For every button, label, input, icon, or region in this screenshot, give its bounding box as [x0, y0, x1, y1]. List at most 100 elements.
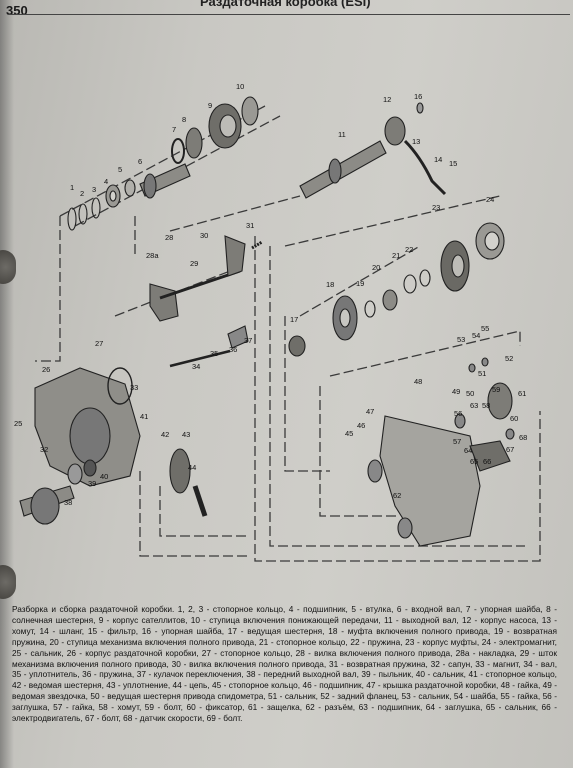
part-label: 54	[472, 331, 480, 340]
drive-gear-part	[288, 335, 306, 357]
part-label: 42	[161, 430, 169, 439]
diagram-parts	[19, 96, 515, 547]
chain-part	[192, 485, 208, 517]
part-label: 25	[14, 419, 22, 428]
part-label: 2	[80, 189, 84, 198]
part-label: 17	[290, 315, 298, 324]
part-label: 29	[190, 259, 198, 268]
part-label: 12	[383, 95, 391, 104]
transfer-case-housing-part	[69, 407, 111, 465]
snap-ring-part	[107, 367, 133, 405]
snap-ring-part	[67, 207, 77, 231]
part-label: 27	[95, 339, 103, 348]
hub-part	[382, 289, 398, 311]
part-label: 6	[138, 157, 142, 166]
part-label: 21	[392, 251, 400, 260]
return-spring-part	[364, 300, 376, 318]
part-label: 4	[104, 177, 108, 186]
part-number-labels: 1 2 3 4 5 6 7 8 9 10 11 12 13 14 15 16 1…	[14, 82, 527, 507]
part-label: 53	[457, 335, 465, 344]
part-label: 63	[470, 401, 478, 410]
thrust-washer-part	[416, 102, 424, 114]
planetary-carrier-part	[219, 114, 237, 138]
part-label: 32	[40, 445, 48, 454]
part-label: 19	[356, 279, 364, 288]
part-label: 23	[432, 203, 440, 212]
front-output-shaft-part	[30, 487, 60, 525]
part-label: 67	[506, 445, 514, 454]
small-part	[468, 363, 476, 373]
small-part	[505, 428, 515, 440]
exploded-diagram: 1 2 3 4 5 6 7 8 9 10 11 12 13 14 15 16 1…	[14, 82, 541, 562]
bearing-part	[397, 517, 413, 539]
bearing-part	[367, 459, 383, 483]
electric-motor-part	[469, 440, 511, 472]
snap-ring-part	[419, 269, 431, 287]
output-shaft-part	[328, 158, 342, 184]
part-label: 47	[366, 407, 374, 416]
part-label: 65	[470, 457, 478, 466]
header-title: Раздаточная коробка (ESI)	[200, 0, 371, 9]
part-label: 57	[453, 437, 461, 446]
thrust-washer-part	[171, 138, 185, 164]
part-label: 31	[246, 221, 254, 230]
part-label: 50	[466, 389, 474, 398]
part-label: 22	[405, 245, 413, 254]
part-label: 18	[326, 280, 334, 289]
part-label: 9	[208, 101, 212, 110]
part-label: 66	[483, 457, 491, 466]
shift-cam-part	[227, 325, 249, 349]
part-label: 28	[165, 233, 173, 242]
binder-ring	[0, 565, 16, 599]
part-label: 35	[210, 349, 218, 358]
part-label: 59	[492, 385, 500, 394]
part-label: 1	[70, 183, 74, 192]
part-label: 34	[192, 362, 200, 371]
bearing-part	[109, 190, 117, 202]
binder-ring	[0, 250, 16, 284]
part-label: 24	[486, 195, 494, 204]
snap-ring-part	[78, 203, 88, 225]
part-label: 56	[454, 409, 462, 418]
clutch-sleeve-part	[339, 308, 351, 328]
boot-part	[67, 463, 83, 485]
part-label: 60	[510, 414, 518, 423]
part-label: 16	[414, 92, 422, 101]
part-label: 26	[42, 365, 50, 374]
hub-part	[241, 96, 259, 126]
part-label: 36	[229, 345, 237, 354]
bushing-part	[124, 179, 136, 197]
part-label: 49	[452, 387, 460, 396]
part-label: 52	[505, 354, 513, 363]
part-label: 13	[412, 137, 420, 146]
part-label: 41	[140, 412, 148, 421]
electromagnet-part	[484, 231, 500, 251]
small-part	[454, 413, 466, 429]
part-label: 40	[100, 472, 108, 481]
header-rule	[8, 14, 570, 15]
case-cover-part	[379, 415, 481, 547]
input-shaft-part	[143, 173, 157, 199]
part-label: 38	[64, 498, 72, 507]
part-label: 10	[236, 82, 244, 91]
shaft-part	[169, 349, 231, 368]
part-label: 3	[92, 185, 96, 194]
part-label: 20	[372, 263, 380, 272]
output-shaft-part	[299, 140, 387, 199]
part-label: 39	[88, 479, 96, 488]
snap-ring-part	[91, 197, 101, 219]
small-part	[481, 357, 489, 367]
part-label: 64	[464, 446, 472, 455]
assembly-guide-lines	[35, 105, 541, 562]
seal-part	[83, 459, 97, 477]
shift-fork-part	[149, 283, 179, 322]
hose-part	[403, 139, 447, 196]
part-label: 11	[338, 130, 346, 139]
part-label: 44	[188, 463, 196, 472]
part-label: 51	[478, 369, 486, 378]
pump-housing-part	[384, 116, 406, 146]
part-label: 45	[345, 429, 353, 438]
part-label: 14	[434, 155, 442, 164]
part-label: 62	[393, 491, 401, 500]
